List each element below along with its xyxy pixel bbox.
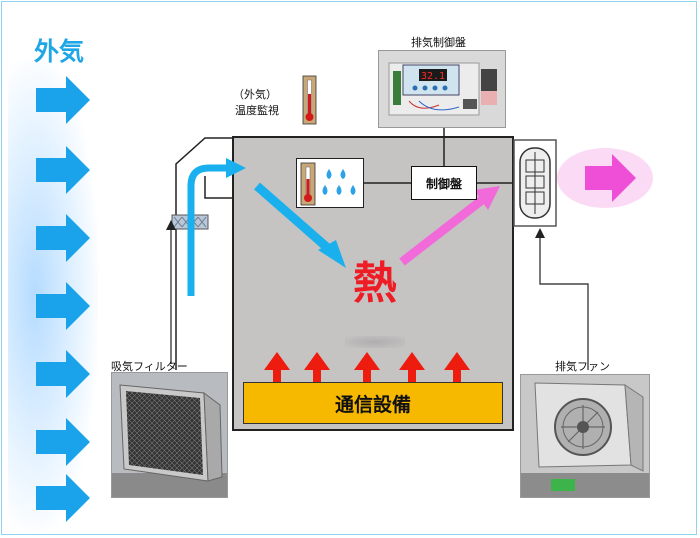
thermometer-icon [300,162,316,206]
heat-arrow [444,352,470,382]
control-panel-photo-label: 排気制御盤 [411,36,466,49]
exhaust-outflow [557,148,653,208]
heat-label: 熱 [353,258,397,309]
exhaust-fan-photo [520,374,650,498]
intake-filter-label: 吸気フィルター [111,360,188,373]
intake-filter-illustration [112,373,227,497]
outside-temp-label-line1: （外気） [233,88,277,101]
outside-air-arrow [36,350,90,398]
outside-temp-label-line2: 温度監視 [235,104,279,117]
room-sensor-box [296,158,364,208]
cool-air-arrowhead [318,240,346,268]
exhaust-air-arrow [399,196,485,266]
cool-air-arrow [254,182,333,254]
intake-air-arrowhead [226,158,246,178]
sensor-icons [300,162,356,206]
exhaust-fan-illustration [521,375,649,497]
heat-arrow [304,352,330,382]
exhaust-outflow-arrow [585,154,636,202]
communication-equipment: 通信設備 [243,382,503,424]
humidity-drops-icon [322,169,356,195]
outside-air-arrow [36,282,90,330]
exhaust-fan-unit [513,139,557,227]
heat-arrow [399,352,425,382]
intake-filter-photo [111,372,228,498]
outside-air-arrow [36,214,90,262]
controller-display: 32.1 [421,71,445,82]
outside-air-arrow [36,418,90,466]
outside-air-label: 外気 [34,37,85,66]
heat-arrow [354,352,380,382]
outside-air-arrow [36,146,90,194]
outside-air-arrow [36,474,90,522]
control-panel-box: 制御盤 [411,166,477,200]
exhaust-fan-label: 排気ファン [555,360,610,373]
intake-duct [175,137,232,370]
heat-shadow [345,336,405,348]
outside-air-arrow [36,76,90,124]
intake-air-arrow [187,164,228,296]
heat-arrow [264,352,290,382]
control-panel-illustration: 32.1 [379,51,505,127]
exhaust-air-arrowhead [474,186,500,210]
fan-pointer [539,234,589,370]
control-panel-photo: 32.1 [378,50,506,128]
